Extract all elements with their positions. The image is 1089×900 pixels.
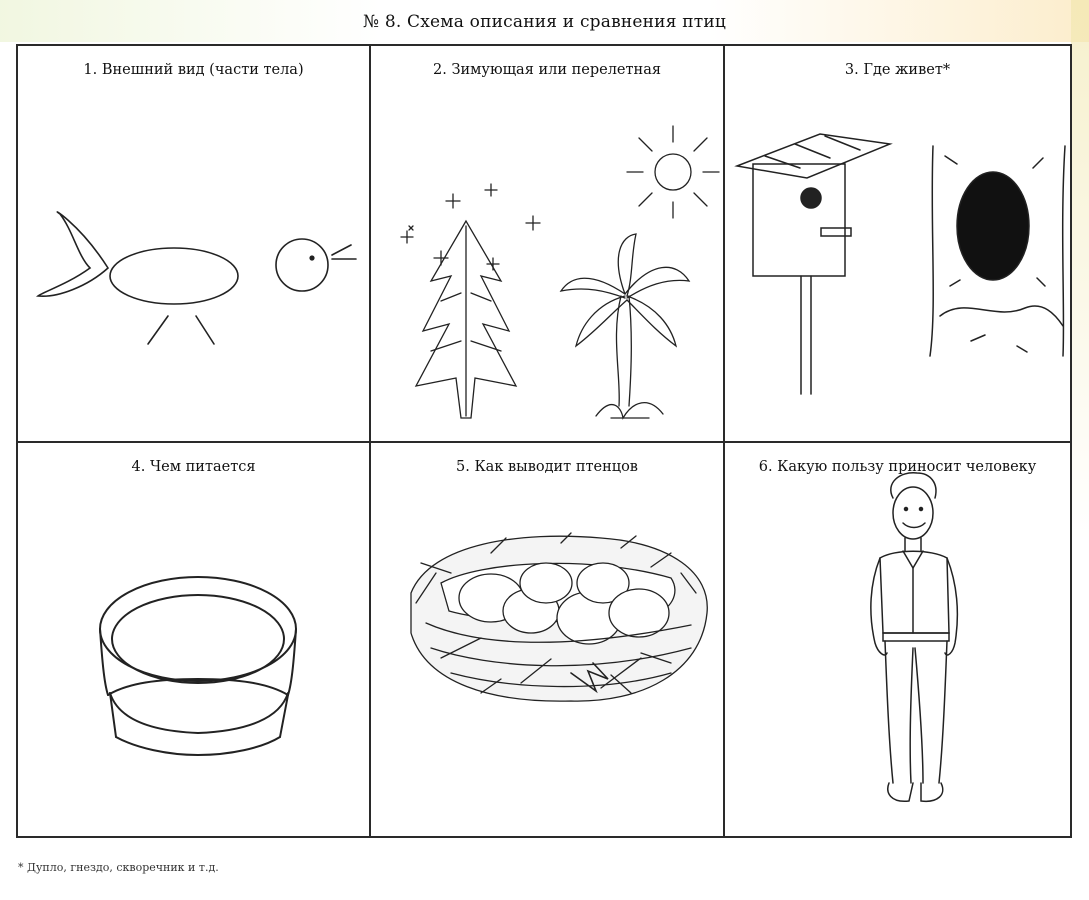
bird-sketch-icon [18, 46, 369, 441]
cell-migration: 2. Зимующая или перелетная [371, 46, 725, 443]
page-title: № 8. Схема описания и сравнения птиц [0, 12, 1089, 32]
cell-benefit: 6. Какую пользу приносит человеку [725, 443, 1070, 836]
winter-summer-trees-icon [371, 46, 723, 441]
nest-with-eggs-icon [371, 443, 723, 836]
man-figure-icon [725, 443, 1072, 836]
side-decor [1071, 0, 1089, 900]
footnote: * Дупло, гнездо, скворечник и т.д. [18, 861, 219, 874]
cell-breeding: 5. Как выводит птенцов [371, 443, 725, 836]
comparison-grid: 1. Внешний вид (части тела) 2. Зимующая … [16, 44, 1072, 838]
cell-appearance: 1. Внешний вид (части тела) [18, 46, 371, 443]
cell-food: 4. Чем питается [18, 443, 371, 836]
feeder-bowl-icon [18, 443, 369, 836]
cell-habitat: 3. Где живет* [725, 46, 1070, 443]
birdhouse-and-hollow-icon [725, 46, 1072, 441]
